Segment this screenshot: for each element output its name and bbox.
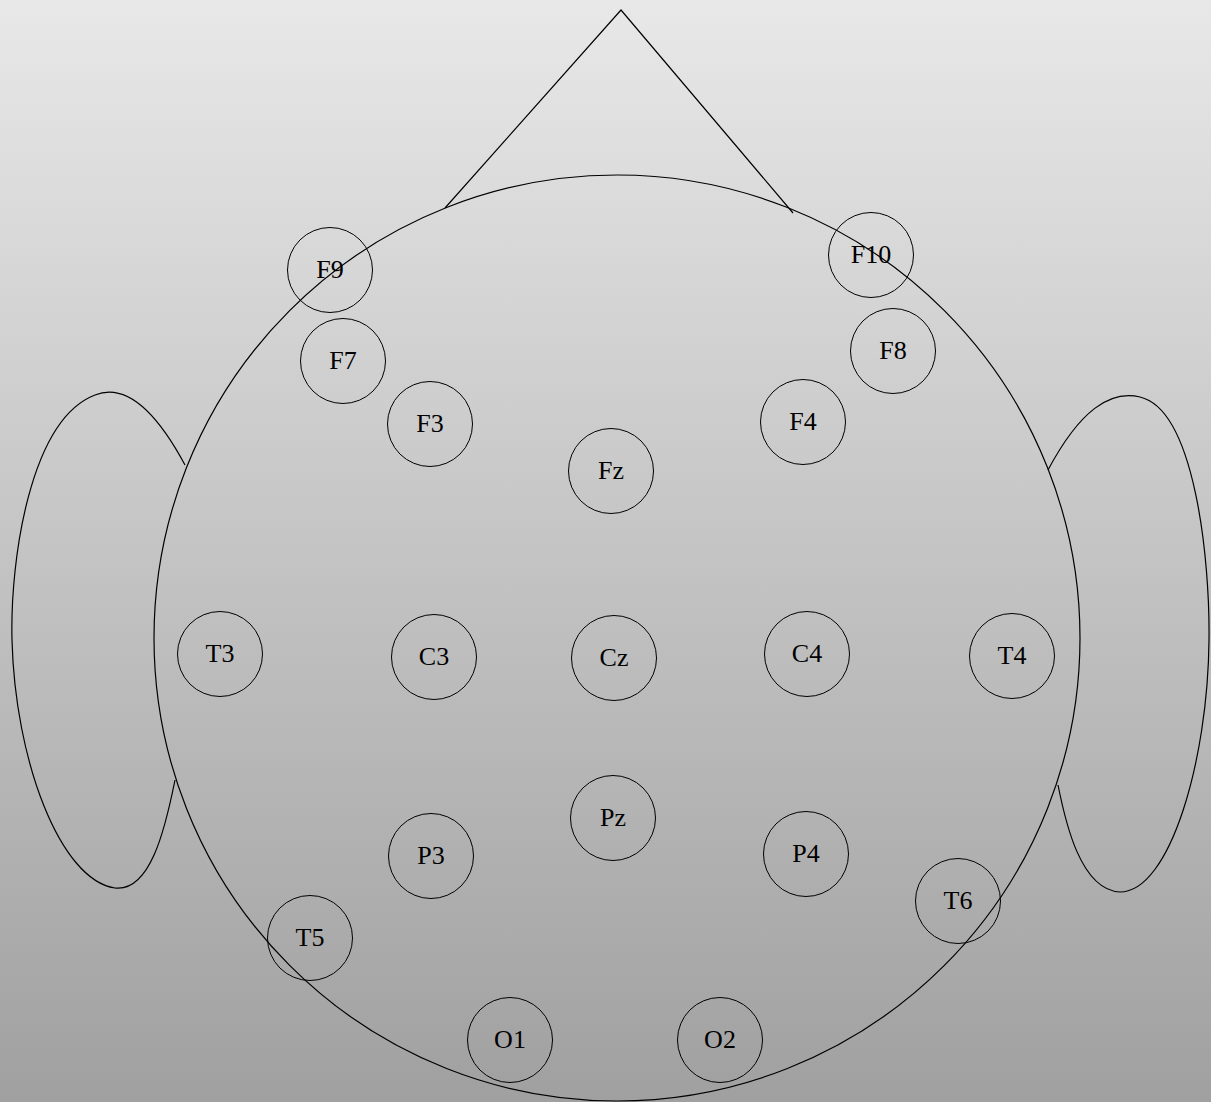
electrode-circle: T6	[915, 858, 1001, 944]
electrode-label: Pz	[600, 805, 626, 831]
electrode-label: P3	[417, 843, 444, 869]
electrode-circle: F9	[287, 227, 373, 313]
electrode-label: T3	[206, 641, 235, 667]
electrode-label: T5	[296, 925, 325, 951]
electrode-circle: F10	[828, 212, 914, 298]
electrode-label: T6	[944, 888, 973, 914]
nose	[445, 10, 793, 213]
electrode-label: Cz	[600, 645, 629, 671]
electrode-label: T4	[998, 643, 1027, 669]
electrode-label: F7	[329, 348, 356, 374]
electrode-circle: Fz	[568, 428, 654, 514]
electrode-label: O1	[494, 1027, 526, 1053]
electrode-label: F10	[851, 242, 891, 268]
electrode-label: Fz	[598, 458, 624, 484]
electrode-circle: F3	[387, 381, 473, 467]
electrode-circle: T5	[267, 895, 353, 981]
electrode-circle: T4	[969, 613, 1055, 699]
electrode-circle: P3	[388, 813, 474, 899]
electrode-circle: Pz	[570, 775, 656, 861]
electrode-label: F8	[879, 338, 906, 364]
left-ear	[12, 392, 185, 888]
electrode-circle: C4	[764, 611, 850, 697]
electrode-circle: P4	[763, 811, 849, 897]
electrode-label: P4	[792, 841, 819, 867]
electrode-circle: F4	[760, 379, 846, 465]
electrode-circle: T3	[177, 611, 263, 697]
electrode-circle: C3	[391, 614, 477, 700]
right-ear	[1048, 396, 1209, 892]
electrode-circle: F8	[850, 308, 936, 394]
electrode-label: F3	[416, 411, 443, 437]
electrode-label: O2	[704, 1027, 736, 1053]
electrode-circle: O2	[677, 997, 763, 1083]
electrode-label: F9	[316, 257, 343, 283]
electrode-circle: F7	[300, 318, 386, 404]
head-circle	[154, 175, 1080, 1101]
electrode-circle: O1	[467, 997, 553, 1083]
electrode-label: C3	[419, 644, 449, 670]
electrode-label: C4	[792, 641, 822, 667]
electrode-circle: Cz	[571, 615, 657, 701]
electrode-label: F4	[789, 409, 816, 435]
